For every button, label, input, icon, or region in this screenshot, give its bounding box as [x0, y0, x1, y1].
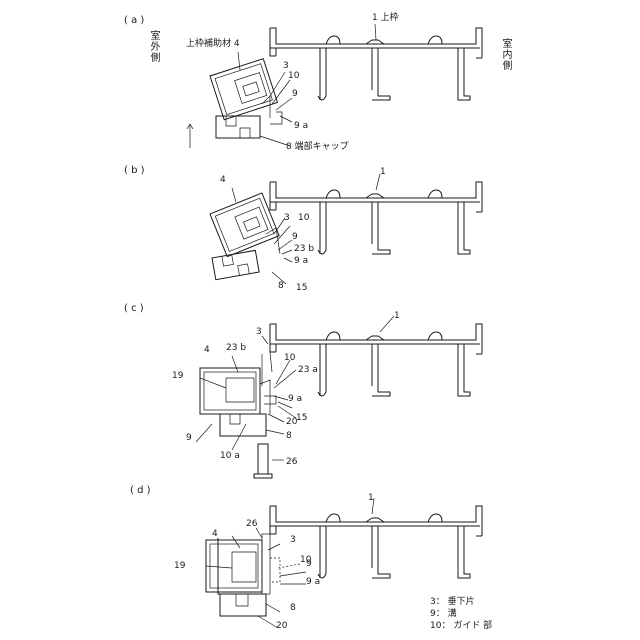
c-label-9a: 9 a	[288, 395, 302, 404]
panel-a-aux-frame	[210, 59, 277, 120]
d-label-8: 8	[290, 604, 296, 613]
panel-c-id: ( c )	[124, 304, 144, 314]
d-label-26: 26	[246, 520, 257, 529]
legend: 3： 垂下片 9： 溝 10： ガイド 部	[430, 598, 492, 631]
c-label-26: 26	[286, 458, 297, 467]
a-label-10: 10	[288, 72, 299, 81]
c-label-23a: 23 a	[298, 366, 318, 375]
b-label-23b: 23 b	[294, 245, 314, 254]
d-label-3: 3	[290, 536, 296, 545]
c-label-23b: 23 b	[226, 344, 246, 353]
panel-b-drawing	[210, 174, 482, 284]
a-label-9: 9	[292, 90, 298, 99]
d-label-20: 20	[276, 622, 287, 631]
c-label-8: 8	[286, 432, 292, 441]
b-label-9a: 9 a	[294, 257, 308, 266]
b-label-3: 3	[284, 214, 290, 223]
d-label-1: 1	[368, 494, 374, 503]
c-label-20: 20	[286, 418, 297, 427]
legend-3: 3： 垂下片	[430, 598, 492, 607]
panel-b-id: ( b )	[124, 166, 145, 176]
c-label-15: 15	[296, 414, 307, 423]
a-label-frame: 1 上枠	[372, 14, 399, 23]
d-label-9a: 9 a	[306, 578, 320, 587]
a-label-3: 3	[283, 62, 289, 71]
b-label-1: 1	[380, 168, 386, 177]
a-label-cap: 8 端部キャップ	[286, 143, 349, 152]
d-label-4: 4	[212, 530, 218, 539]
a-label-aux: 上枠補助材 4	[186, 40, 240, 49]
c-label-10: 10	[284, 354, 295, 363]
d-label-19: 19	[174, 562, 185, 571]
c-label-4: 4	[204, 346, 210, 355]
c-label-10a: 10 a	[220, 452, 240, 461]
b-label-8: 8	[278, 282, 284, 291]
panel-a-id: ( a )	[124, 16, 144, 26]
c-label-3: 3	[256, 328, 262, 337]
b-label-10: 10	[298, 214, 309, 223]
c-label-19: 19	[172, 372, 183, 381]
a-label-9a: 9 a	[294, 122, 308, 131]
c-label-9: 9	[186, 434, 192, 443]
b-label-4: 4	[220, 176, 226, 185]
indoor-side-label: 室内側	[500, 38, 510, 71]
legend-9: 9： 溝	[430, 610, 492, 619]
b-label-15: 15	[296, 284, 307, 293]
outdoor-side-label: 室外側	[148, 30, 158, 63]
b-label-9: 9	[292, 233, 298, 242]
d-label-9: 9	[306, 560, 312, 569]
legend-10: 10： ガイド 部	[430, 622, 492, 631]
panel-a-end-cap	[216, 116, 260, 138]
c-label-1: 1	[394, 312, 400, 321]
panel-d-id: ( d )	[130, 486, 151, 496]
